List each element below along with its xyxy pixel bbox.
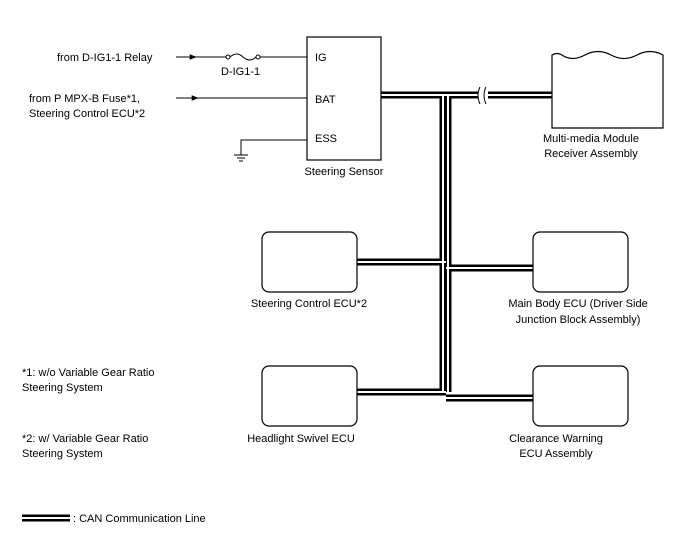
fuse-terminal-right bbox=[255, 54, 261, 60]
bat-source-label-line2: Steering Control ECU*2 bbox=[29, 108, 145, 120]
multimedia-module-box bbox=[551, 50, 664, 129]
steering-control-ecu-box bbox=[261, 231, 358, 293]
headlight-swivel-ecu-box bbox=[261, 365, 358, 427]
note2-line2: Steering System bbox=[22, 448, 103, 460]
steering-control-ecu-label: Steering Control ECU*2 bbox=[251, 298, 367, 310]
ig-input-wire bbox=[176, 53, 307, 61]
fuse-terminal-left bbox=[225, 54, 231, 60]
fuse-icon bbox=[229, 53, 257, 61]
ground-icon bbox=[234, 139, 307, 162]
note1-line2: Steering System bbox=[22, 382, 103, 394]
main-body-ecu-label-line2: Junction Block Assembly) bbox=[516, 314, 641, 326]
steering-sensor-box bbox=[306, 36, 382, 161]
headlight-swivel-ecu-label: Headlight Swivel ECU bbox=[247, 433, 355, 445]
note2-line1: *2: w/ Variable Gear Ratio bbox=[22, 433, 148, 445]
main-body-ecu-label-line1: Main Body ECU (Driver Side bbox=[508, 298, 647, 310]
clearance-warning-ecu-label-line2: ECU Assembly bbox=[519, 448, 593, 460]
pin-ess-label: ESS bbox=[315, 133, 337, 145]
multimedia-label-line2: Receiver Assembly bbox=[544, 148, 638, 160]
pin-bat-label: BAT bbox=[315, 94, 336, 106]
clearance-warning-ecu-label-line1: Clearance Warning bbox=[509, 433, 603, 445]
multimedia-label-line1: Multi-media Module bbox=[543, 133, 639, 145]
note1-line1: *1: w/o Variable Gear Ratio bbox=[22, 367, 154, 379]
bat-source-label-line1: from P MPX-B Fuse*1, bbox=[29, 93, 140, 105]
steering-sensor-label: Steering Sensor bbox=[305, 166, 384, 178]
fuse-label: D-IG1-1 bbox=[221, 66, 260, 78]
can-bus bbox=[357, 91, 552, 402]
line-break-mark bbox=[477, 86, 488, 105]
main-body-ecu-box bbox=[532, 231, 629, 293]
clearance-warning-ecu-box bbox=[532, 365, 629, 427]
pin-ig-label: IG bbox=[315, 52, 327, 64]
can-line-legend-label: : CAN Communication Line bbox=[73, 513, 206, 525]
relay-label: from D-IG1-1 Relay bbox=[57, 52, 153, 64]
